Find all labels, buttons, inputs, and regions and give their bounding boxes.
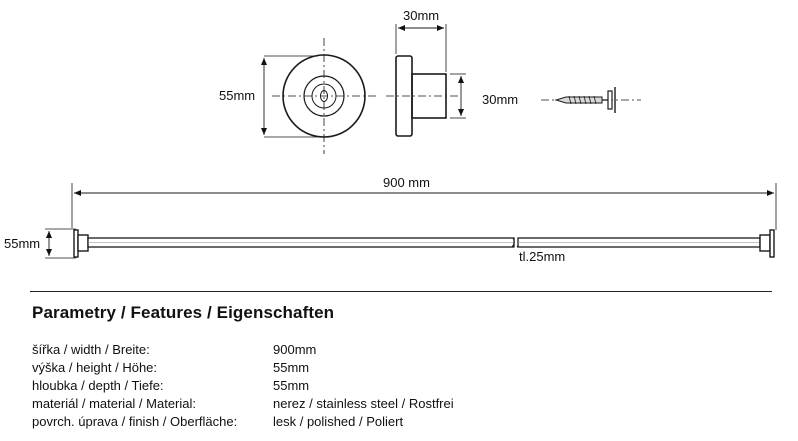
spec-row: hloubka / depth / Tiefe: 55mm [32, 377, 552, 395]
spec-row: výška / height / Höhe: 55mm [32, 359, 552, 377]
rod-height-dimension [45, 228, 76, 259]
spec-value: 900mm [273, 342, 317, 357]
spec-label: povrch. úprava / finish / Oberfläche: [32, 414, 238, 429]
spec-value: 55mm [273, 378, 310, 393]
rod-height-label: 55mm [4, 236, 40, 251]
technical-drawing: 55mm 30mm 30mm 900 mm 55mm [4, 8, 777, 264]
spec-value: nerez / stainless steel / Rostfrei [273, 396, 454, 411]
spec-label: materiál / material / Material: [32, 396, 196, 411]
rod-length-dimension [71, 183, 777, 230]
spec-value: lesk / polished / Poliert [273, 414, 404, 429]
rosette-height-label: 55mm [219, 88, 255, 103]
section-divider [30, 291, 772, 292]
spec-table: šířka / width / Breite: 900mm výška / he… [32, 341, 552, 431]
spec-row: materiál / material / Material: nerez / … [32, 395, 552, 413]
rod-length-label: 900 mm [383, 175, 430, 190]
spec-value: 55mm [273, 360, 310, 375]
spec-row: povrch. úprava / finish / Oberfläche: le… [32, 413, 552, 431]
rod-elevation-view [73, 229, 775, 258]
features-heading: Parametry / Features / Eigenschaften [32, 303, 335, 322]
top-width-label: 30mm [403, 8, 439, 23]
spec-label: hloubka / depth / Tiefe: [32, 378, 164, 393]
rod-thickness-label: tl.25mm [519, 249, 565, 264]
spec-row: šířka / width / Breite: 900mm [32, 341, 552, 359]
screw-icon [541, 87, 641, 113]
spec-label: výška / height / Höhe: [32, 360, 158, 375]
rosette-side-view [386, 24, 466, 137]
spec-label: šířka / width / Breite: [32, 342, 150, 357]
rosette-front-view [272, 38, 376, 154]
side-depth-label: 30mm [482, 92, 518, 107]
height-dimension-55mm [261, 55, 318, 138]
